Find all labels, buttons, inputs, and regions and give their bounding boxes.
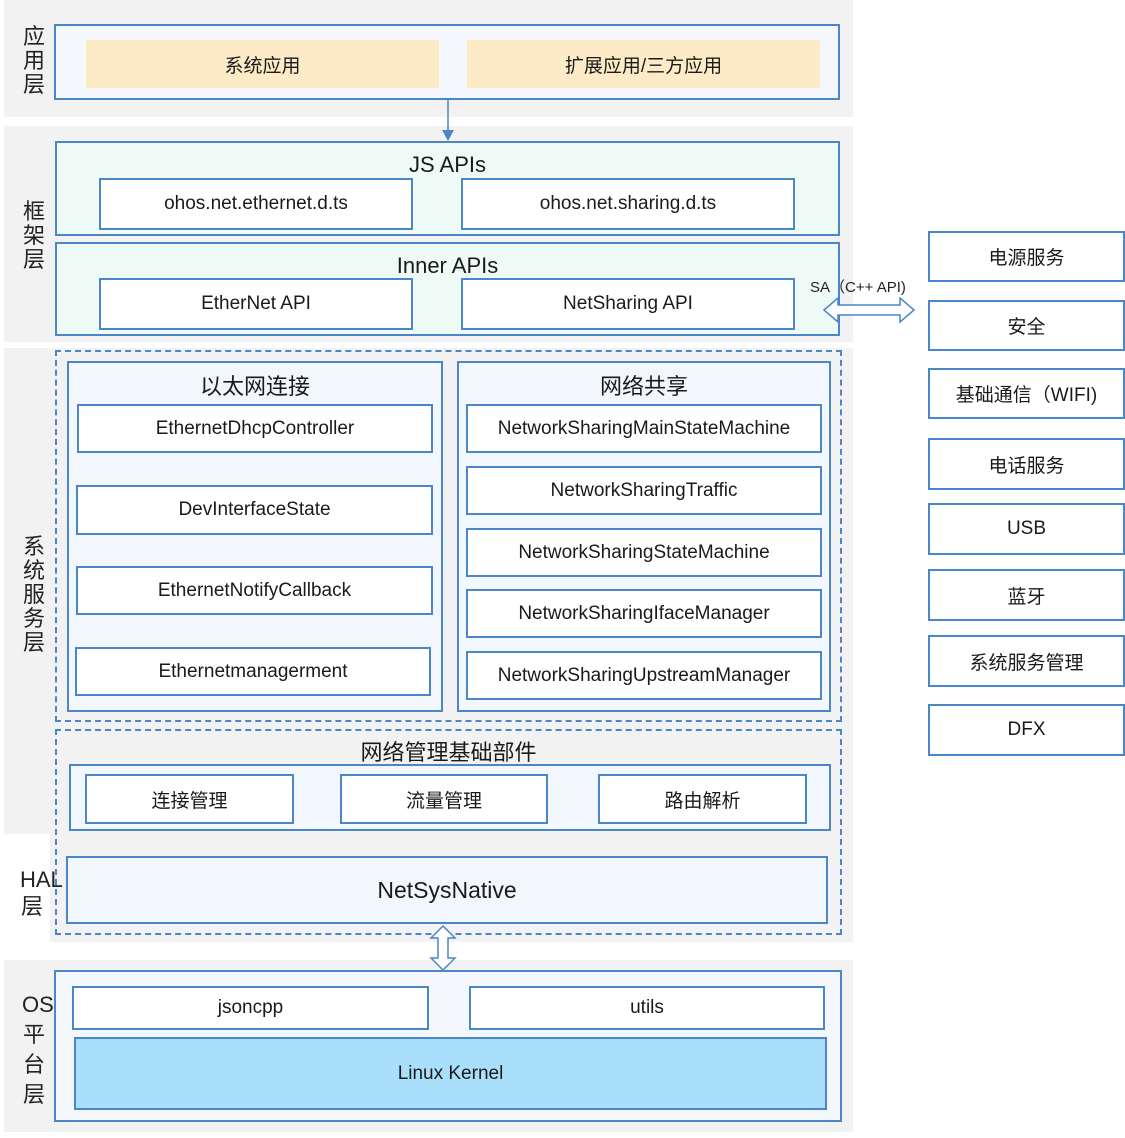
layer-label-os: OS平台层 [14,975,54,1125]
js-apis-title: JS APIs [408,152,487,177]
inner-api-item: NetSharing API [461,278,795,330]
sharing-item: NetworkSharingTraffic [466,466,822,515]
side-service-box: 电话服务 [928,438,1125,490]
sharing-item: NetworkSharingMainStateMachine [466,404,822,453]
netmgr-item: 流量管理 [340,774,548,824]
system-app-box: 系统应用 [86,40,439,88]
extended-app-box: 扩展应用/三方应用 [467,40,820,88]
layer-label-text: 应用层 [22,24,45,97]
netmgr-item: 连接管理 [85,774,294,824]
side-service-box: 安全 [928,300,1125,351]
layer-label-service: 系统服务层 [14,530,54,660]
side-service-box: 电源服务 [928,231,1125,282]
hal-os-double-arrow [429,924,457,972]
inner-apis-title: Inner APIs [396,253,499,278]
sa-label: SA（C++ API) [810,279,906,296]
layer-label-text: 框架层 [22,199,45,272]
side-service-box: 基础通信（WIFI) [928,368,1125,419]
layer-label-text: OS平台层 [22,992,54,1107]
layer-label-text: HAL层 [20,867,63,919]
inner-api-item: EtherNet API [99,278,413,330]
side-service-box: 蓝牙 [928,569,1125,621]
layer-label-text: 系统服务层 [22,534,45,655]
ethernet-item: Ethernetmanagerment [75,647,431,696]
sharing-item: NetworkSharingUpstreamManager [466,651,822,700]
side-service-box: 系统服务管理 [928,635,1125,687]
app-to-framework-arrow [442,100,454,141]
sa-double-arrow [822,296,916,324]
service-dashed-container [55,350,842,722]
sharing-title: 网络共享 [599,374,688,399]
js-api-item: ohos.net.sharing.d.ts [461,178,795,230]
sharing-item: NetworkSharingIfaceManager [466,589,822,638]
layer-label-app: 应用层 [14,18,54,104]
ethernet-item: DevInterfaceState [76,485,433,535]
ethernet-item: EthernetDhcpController [77,404,433,453]
layer-label-hal: HAL层 [12,838,63,948]
side-service-box: USB [928,503,1125,555]
sharing-item: NetworkSharingStateMachine [466,528,822,577]
side-service-box: DFX [928,704,1125,756]
ethernet-title: 以太网连接 [199,374,310,399]
os-lib-item: utils [469,986,825,1030]
os-lib-item: jsoncpp [72,986,429,1030]
linux-kernel-box: Linux Kernel [74,1037,827,1110]
layer-label-framework: 框架层 [14,195,54,277]
netmgr-title: 网络管理基础部件 [360,740,537,765]
js-api-item: ohos.net.ethernet.d.ts [99,178,413,230]
ethernet-item: EthernetNotifyCallback [76,566,433,615]
netmgr-item: 路由解析 [598,774,807,824]
netsysnative-box: NetSysNative [66,856,828,924]
